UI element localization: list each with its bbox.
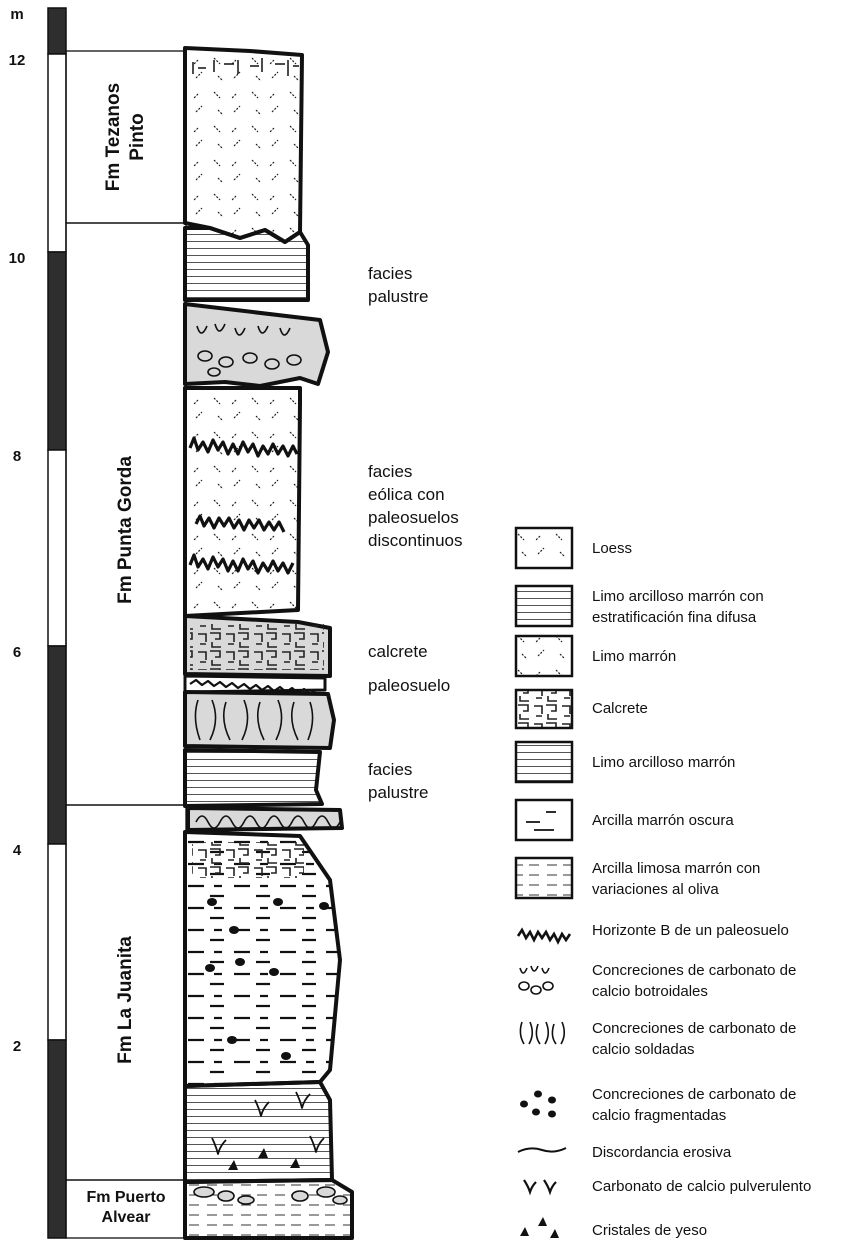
formation-la-juanita: Fm La Juanita bbox=[114, 936, 138, 1064]
loess-icon bbox=[516, 528, 572, 568]
unit-palustre-low bbox=[185, 750, 322, 806]
legend-label-gypsum: Cristales de yeso bbox=[592, 1220, 860, 1241]
silty-clay-icon bbox=[516, 858, 572, 898]
brown-silt-icon bbox=[516, 636, 572, 676]
powder-icon bbox=[524, 1180, 556, 1192]
legend-label-brown-silt: Limo marrón bbox=[592, 646, 860, 667]
fragmented-icon bbox=[520, 1091, 556, 1118]
legend-label-b-horizon: Horizonte B de un paleosuelo bbox=[592, 920, 860, 941]
scale-tick-4: 4 bbox=[2, 842, 32, 859]
legend-label-calcrete: Calcrete bbox=[592, 698, 860, 719]
unit-eolian bbox=[185, 388, 300, 616]
erosive-icon bbox=[518, 1148, 566, 1152]
botryoidal-icon bbox=[519, 966, 553, 994]
scale-bar bbox=[48, 8, 66, 1238]
unit-palustre-top bbox=[185, 228, 308, 300]
facies-palustre-upper: facies palustre bbox=[368, 262, 428, 308]
scale-tick-6: 6 bbox=[2, 644, 32, 661]
unit-tezanos-loess bbox=[185, 48, 302, 242]
legend-label-erosive: Discordancia erosiva bbox=[592, 1142, 860, 1163]
legend-swatches bbox=[516, 528, 572, 1238]
legend-label-botryoidal: Concreciones de carbonato de calcio botr… bbox=[592, 960, 832, 1002]
scale-tick-2: 2 bbox=[2, 1038, 32, 1055]
formation-tezanos-pinto: Fm Tezanos Pinto bbox=[102, 83, 150, 191]
unit-welded bbox=[185, 692, 334, 748]
legend-label-laminated-silt: Limo arcilloso marrón con estratificació… bbox=[592, 586, 822, 628]
welded-icon bbox=[520, 1022, 564, 1044]
scale-tick-10: 10 bbox=[2, 250, 32, 267]
b-horizon-icon bbox=[518, 930, 570, 942]
formation-punta-gorda: Fm Punta Gorda bbox=[114, 456, 138, 604]
calcrete-icon bbox=[516, 690, 572, 728]
legend-label-welded: Concreciones de carbonato de calcio sold… bbox=[592, 1018, 832, 1060]
dark-clay-icon bbox=[516, 800, 572, 840]
unit-la-juanita-low bbox=[185, 1082, 332, 1182]
formation-puerto-alvear: Fm Puerto Alvear bbox=[66, 1188, 186, 1228]
unit-botryoidal-bed bbox=[185, 304, 328, 386]
legend-label-loess: Loess bbox=[592, 538, 860, 559]
scale-unit: m bbox=[2, 6, 32, 23]
scale-tick-12: 12 bbox=[2, 52, 32, 69]
laminated-silt-icon bbox=[516, 586, 572, 626]
facies-eolica: facies eólica con paleosuelos discontinu… bbox=[368, 460, 463, 552]
legend-label-powder: Carbonato de calcio pulverulento bbox=[592, 1176, 860, 1197]
clayey-silt-icon bbox=[516, 742, 572, 782]
facies-palustre-lower: facies palustre bbox=[368, 758, 428, 804]
legend-label-silty-clay: Arcilla limosa marrón con variaciones al… bbox=[592, 858, 822, 900]
gypsum-icon bbox=[520, 1217, 559, 1238]
lithology bbox=[185, 48, 352, 1238]
legend-label-clayey-silt: Limo arcilloso marrón bbox=[592, 752, 860, 773]
facies-paleosuelo: paleosuelo bbox=[368, 674, 450, 697]
legend-label-fragmented: Concreciones de carbonato de calcio frag… bbox=[592, 1084, 832, 1126]
legend-label-dark-clay: Arcilla marrón oscura bbox=[592, 810, 860, 831]
facies-calcrete: calcrete bbox=[368, 640, 428, 663]
scale-tick-8: 8 bbox=[2, 448, 32, 465]
